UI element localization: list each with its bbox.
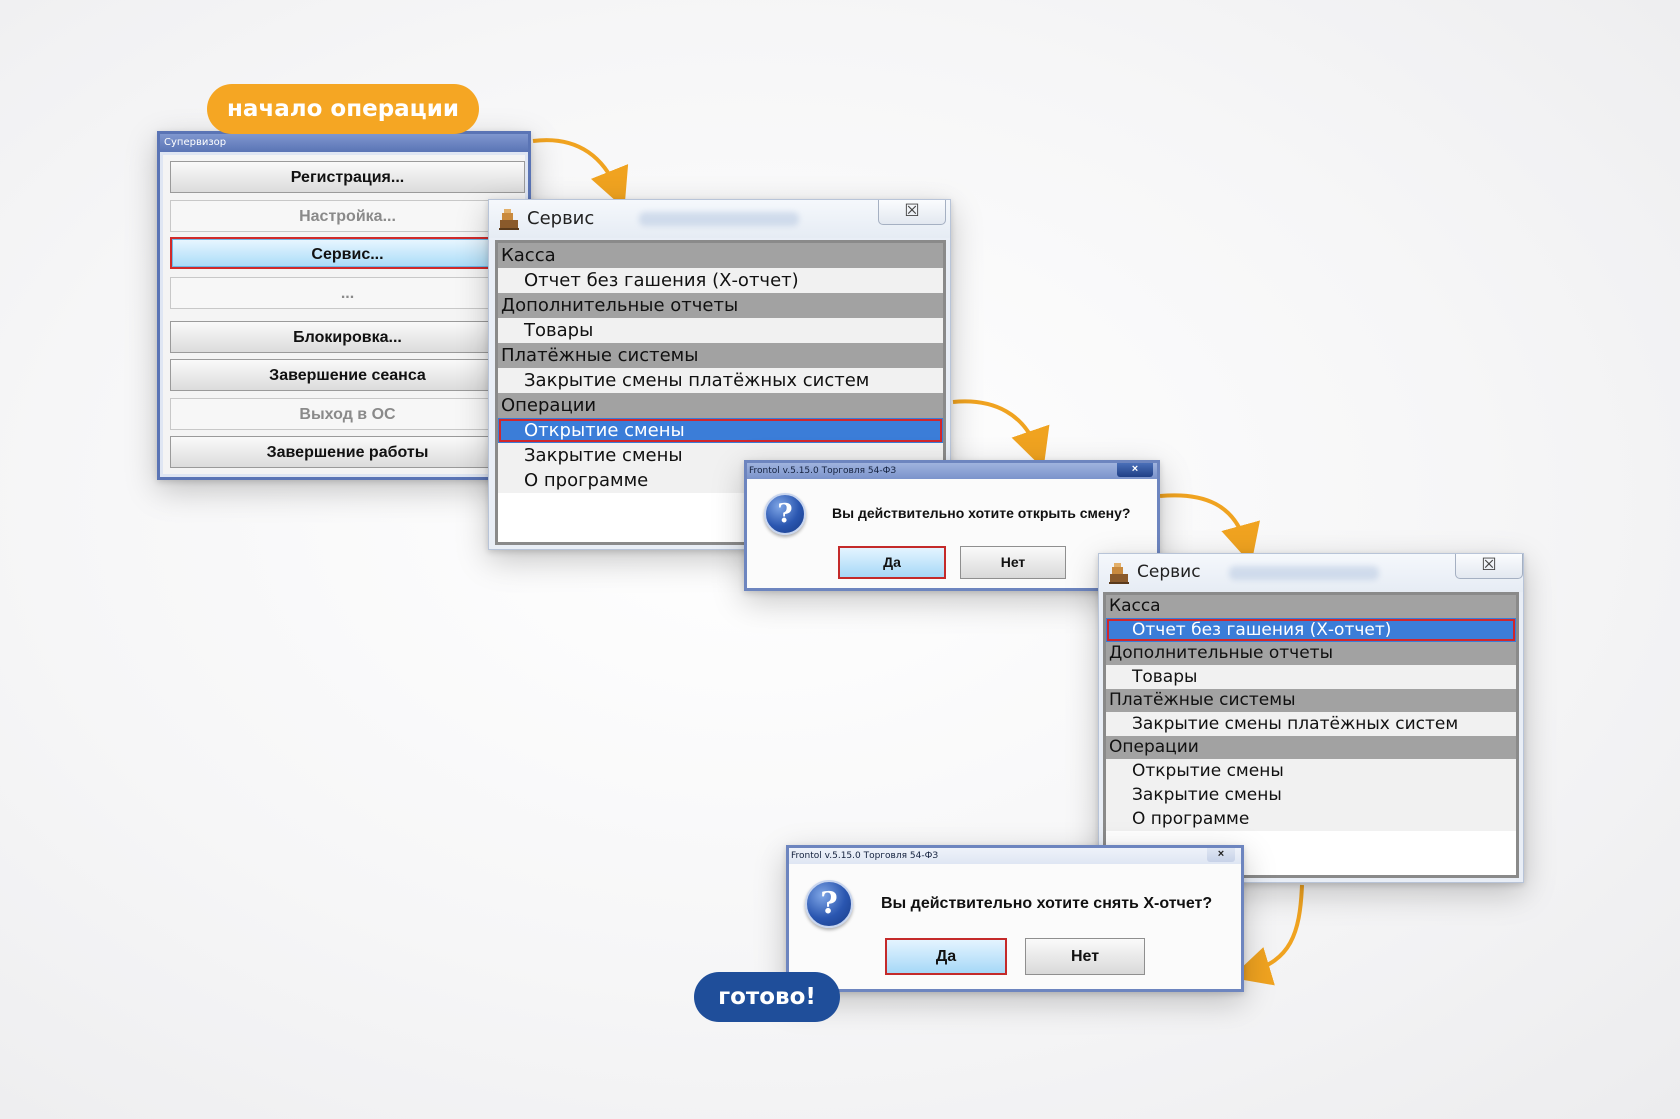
group-header-payment-systems: Платёжные системы (1106, 689, 1516, 712)
dialog-body: ? Вы действительно хотите снять Х-отчет?… (789, 864, 1241, 989)
start-label: начало операции (207, 84, 479, 134)
arrow-3 (1159, 493, 1260, 565)
close-icon[interactable]: ☒ (878, 200, 946, 225)
group-header-payment-systems: Платёжные системы (498, 343, 943, 368)
dialog-message: Вы действительно хотите снять Х-отчет? (881, 895, 1213, 912)
dialog-title: Frontol v.5.15.0 Торговля 54-ФЗ (789, 848, 1241, 864)
service-menu-list: Касса Отчет без гашения (Х-отчет) Дополн… (1103, 592, 1519, 878)
settings-button[interactable]: Настройка... (170, 200, 525, 232)
group-header-kassa: Касса (498, 243, 943, 268)
supervisor-body: Регистрация... Настройка... Сервис... ..… (163, 155, 525, 474)
end-session-button[interactable]: Завершение сеанса (170, 359, 525, 391)
close-icon[interactable]: ☒ (1455, 554, 1523, 579)
service-title: Сервис (1137, 562, 1201, 582)
service-title: Сервис (527, 208, 595, 229)
cash-register-icon (1109, 563, 1129, 584)
menu-item-x-report[interactable]: Отчет без гашения (Х-отчет) (498, 268, 943, 293)
question-icon: ? (805, 880, 853, 928)
confirm-dialog-open-shift: Frontol v.5.15.0 Торговля 54-ФЗ × ? Вы д… (744, 460, 1160, 591)
no-button[interactable]: Нет (960, 546, 1066, 579)
service-title-bar: Сервис ☒ (1099, 554, 1523, 592)
menu-item-close-payment-shift[interactable]: Закрытие смены платёжных систем (498, 368, 943, 393)
registration-button[interactable]: Регистрация... (170, 161, 525, 193)
arrow-1 (532, 138, 629, 209)
group-header-kassa: Касса (1106, 595, 1516, 618)
menu-item-close-payment-shift[interactable]: Закрытие смены платёжных систем (1106, 712, 1516, 736)
service-button[interactable]: Сервис... (170, 237, 525, 269)
arrow-2 (952, 399, 1050, 469)
ellipsis-button[interactable]: ... (170, 277, 525, 309)
menu-item-x-report[interactable]: Отчет без гашения (Х-отчет) (1106, 618, 1516, 642)
dialog-message: Вы действительно хотите открыть смену? (832, 505, 1131, 521)
yes-button[interactable]: Да (885, 938, 1007, 975)
group-header-operations: Операции (498, 393, 943, 418)
menu-item-goods[interactable]: Товары (1106, 665, 1516, 689)
menu-item-open-shift[interactable]: Открытие смены (1106, 759, 1516, 783)
group-header-extra-reports: Дополнительные отчеты (1106, 642, 1516, 665)
dialog-body: ? Вы действительно хотите открыть смену?… (747, 479, 1157, 588)
menu-item-open-shift[interactable]: Открытие смены (498, 418, 943, 443)
group-header-extra-reports: Дополнительные отчеты (498, 293, 943, 318)
no-button[interactable]: Нет (1025, 938, 1145, 975)
close-icon[interactable]: × (1207, 848, 1235, 862)
lock-button[interactable]: Блокировка... (170, 321, 525, 353)
menu-item-goods[interactable]: Товары (498, 318, 943, 343)
question-icon: ? (764, 493, 806, 535)
cash-register-icon (499, 209, 519, 230)
yes-button[interactable]: Да (838, 546, 946, 579)
service-window-2: Сервис ☒ Касса Отчет без гашения (Х-отче… (1098, 553, 1524, 883)
dialog-title: Frontol v.5.15.0 Торговля 54-ФЗ (747, 463, 1157, 479)
menu-item-about[interactable]: О программе (1106, 807, 1516, 831)
service-title-bar: Сервис ☒ (489, 200, 950, 238)
close-icon[interactable]: × (1117, 463, 1153, 477)
supervisor-window: Супервизор Регистрация... Настройка... С… (157, 131, 531, 480)
arrow-4 (1230, 884, 1304, 986)
group-header-operations: Операции (1106, 736, 1516, 759)
confirm-dialog-x-report: Frontol v.5.15.0 Торговля 54-ФЗ × ? Вы д… (786, 845, 1244, 992)
menu-item-close-shift[interactable]: Закрытие смены (1106, 783, 1516, 807)
supervisor-title: Супервизор (160, 134, 528, 152)
done-label: готово! (694, 972, 840, 1022)
shutdown-button[interactable]: Завершение работы (170, 436, 525, 468)
exit-to-os-button[interactable]: Выход в ОС (170, 398, 525, 430)
